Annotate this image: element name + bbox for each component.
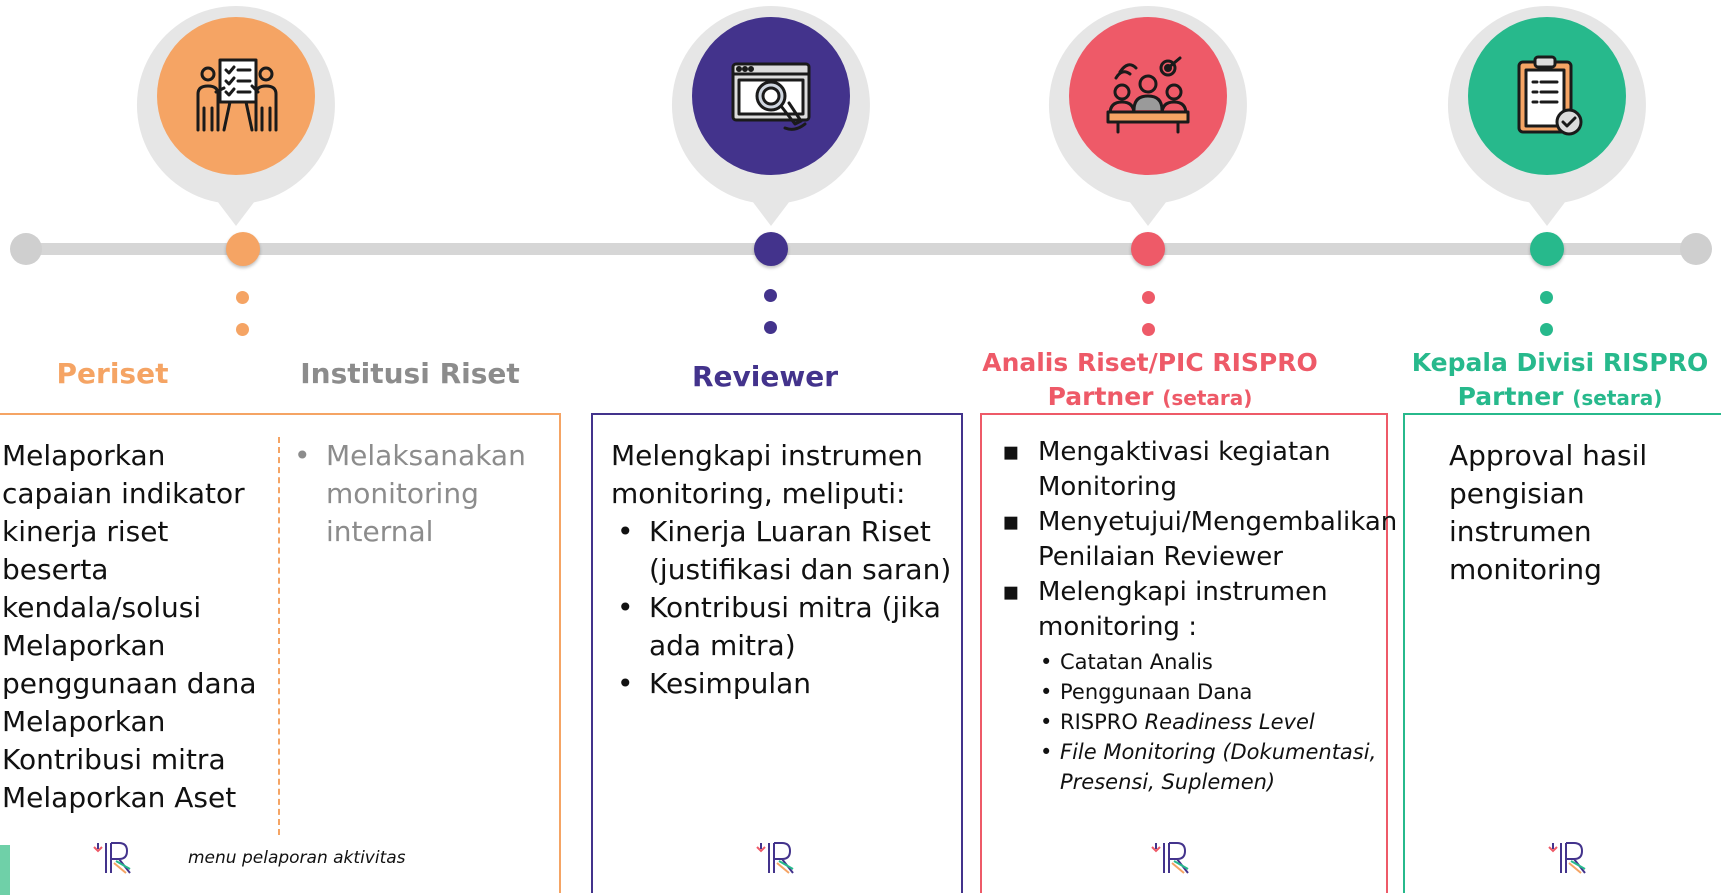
kepala-heading-line1: Kepala Divisi RISPRO: [1411, 348, 1709, 377]
reviewer-item: Kesimpulan: [611, 665, 956, 703]
periset-connector-dot: [236, 291, 249, 304]
reviewer-box: Melengkapi instrumen monitoring, meliput…: [591, 413, 963, 893]
institusi-item: Melaksanakan monitoring internal: [288, 437, 553, 551]
periset-box: Melaporkan capaian indikator kinerja ris…: [0, 413, 561, 895]
analis-subitem: Catatan Analis: [1038, 647, 1380, 677]
periset-heading: Periset: [56, 357, 169, 390]
periset-node: [226, 232, 260, 266]
timeline-track: [26, 243, 1702, 255]
analis-subitem: Penggunaan Dana: [1038, 677, 1380, 707]
column-divider: [278, 437, 280, 835]
analis-connector-dot: [1142, 291, 1155, 304]
institusi-list: Melaksanakan monitoring internal: [288, 437, 553, 551]
presentation-icon: [157, 17, 315, 175]
periset-item: Melaporkan Aset: [2, 781, 237, 814]
analis-node: [1131, 232, 1165, 266]
browser-magnifier-icon: [692, 17, 850, 175]
analis-item: Melengkapi instrumen monitoring : Catata…: [1000, 575, 1380, 797]
reviewer-node: [754, 232, 788, 266]
periset-item: Melaporkan capaian indikator kinerja ris…: [2, 439, 245, 624]
analis-list: Mengaktivasi kegiatan Monitoring Menyetu…: [1000, 435, 1397, 797]
analis-heading-line1: Analis Riset/PIC RISPRO: [982, 348, 1318, 377]
kepala-pin: [1442, 0, 1652, 236]
reviewer-connector-dot: [764, 289, 777, 302]
periset-item: Melaporkan penggunaan dana: [2, 629, 257, 700]
analis-box: Mengaktivasi kegiatan Monitoring Menyetu…: [980, 413, 1397, 893]
analis-connector-dot: [1142, 323, 1155, 336]
analis-item: Mengaktivasi kegiatan Monitoring: [1000, 435, 1380, 505]
reviewer-connector-dot: [764, 321, 777, 334]
kepala-heading: Kepala Divisi RISPRO Partner (setara): [1400, 346, 1720, 415]
reviewer-list: Kinerja Luaran Riset (justifikasi dan sa…: [611, 513, 956, 703]
periset-item: Melaporkan Kontribusi mitra: [2, 705, 226, 776]
timeline-start-dot: [10, 233, 42, 265]
analis-heading: Analis Riset/PIC RISPRO Partner (setara): [970, 346, 1330, 415]
rispro-logo: [756, 842, 794, 874]
analis-sublist: Catatan Analis Penggunaan Dana RISPRO Re…: [1038, 647, 1380, 797]
periset-connector-dot: [236, 323, 249, 336]
reviewer-heading: Reviewer: [691, 360, 839, 393]
analis-item: Menyetujui/Mengembalikan Penilaian Revie…: [1000, 505, 1397, 575]
reviewer-pin: [666, 0, 876, 236]
timeline-end-dot: [1680, 233, 1712, 265]
kepala-connector-dot: [1540, 323, 1553, 336]
rispro-logo: [1548, 842, 1586, 874]
footer-note: menu pelaporan aktivitas: [188, 848, 406, 868]
analis-pin: [1043, 0, 1253, 236]
team-meeting-icon: [1069, 17, 1227, 175]
periset-list: Melaporkan capaian indikator kinerja ris…: [2, 437, 267, 817]
analis-subitem: File Monitoring (Dokumentasi, Presensi, …: [1038, 737, 1380, 797]
reviewer-item: Kontribusi mitra (jika ada mitra): [611, 589, 956, 665]
kepala-node: [1530, 232, 1564, 266]
analis-heading-line2: Partner (setara): [1047, 382, 1253, 411]
kepala-text: Approval hasil pengisian instrumen monit…: [1449, 439, 1648, 586]
periset-pin: [131, 0, 341, 236]
kepala-connector-dot: [1540, 291, 1553, 304]
analis-subitem: RISPRO Readiness Level: [1038, 707, 1380, 737]
reviewer-item: Kinerja Luaran Riset (justifikasi dan sa…: [611, 513, 956, 589]
kepala-heading-line2: Partner (setara): [1457, 382, 1663, 411]
side-accent-bar: [0, 845, 10, 895]
kepala-box: Approval hasil pengisian instrumen monit…: [1403, 413, 1721, 893]
rispro-logo: [93, 842, 131, 874]
rispro-logo: [1151, 842, 1189, 874]
institusi-heading: Institusi Riset: [300, 357, 520, 390]
clipboard-check-icon: [1468, 17, 1626, 175]
reviewer-intro: Melengkapi instrumen monitoring, meliput…: [611, 439, 923, 510]
